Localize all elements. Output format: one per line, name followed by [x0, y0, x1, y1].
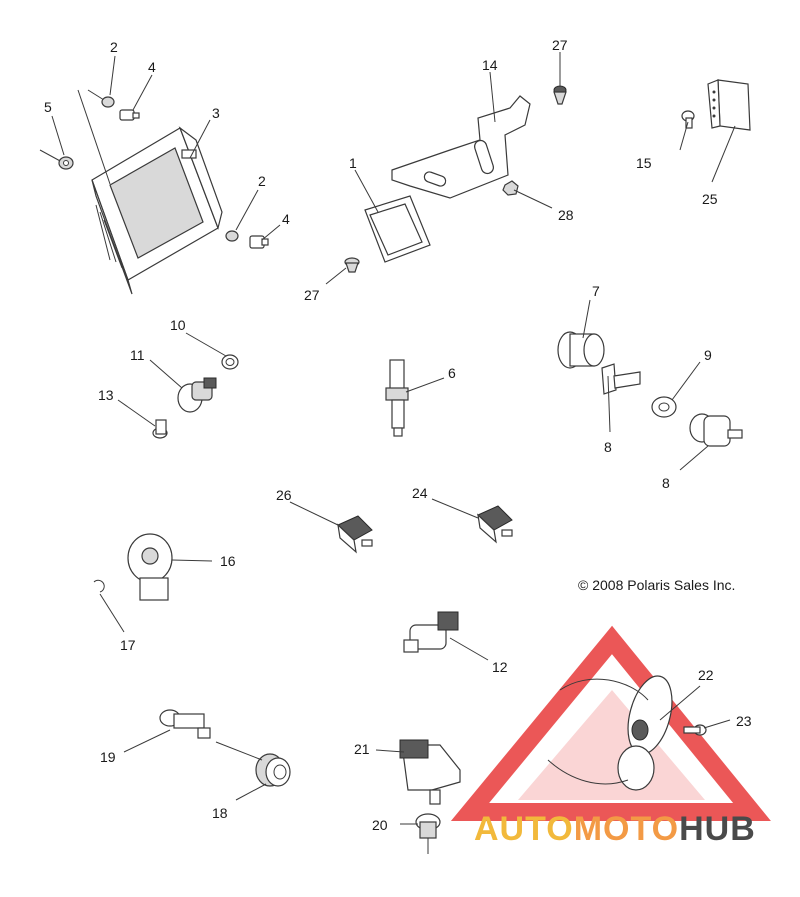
watermark-word-b: MOTO — [574, 810, 679, 848]
part-22-throttle-body — [547, 675, 673, 791]
part-20-plug — [415, 813, 441, 839]
callout-14: 14 — [482, 57, 498, 73]
callout-21: 21 — [354, 741, 370, 757]
part-27-fastener-top — [553, 85, 567, 105]
callout-25: 25 — [702, 191, 718, 207]
part-26-switch — [337, 515, 373, 554]
part-11-sensor — [177, 377, 217, 413]
watermark-word-c: HUB — [679, 810, 756, 848]
callout-15: 15 — [636, 155, 652, 171]
part-16-knock-sensor — [127, 533, 173, 601]
part-23-bolt — [683, 724, 707, 736]
part-17-clip — [93, 579, 105, 593]
callout-27b: 27 — [304, 287, 320, 303]
svg-text:AUTOMOTOHUB: AUTOMOTOHUB — [474, 810, 756, 848]
part-18-grommet — [255, 753, 291, 787]
leader-lines — [51, 52, 736, 854]
callout-5: 5 — [44, 99, 52, 115]
part-6-sensor — [385, 359, 409, 437]
bracket-assembly — [364, 95, 531, 263]
callout-27a: 27 — [552, 37, 568, 53]
part-4-screw-bottom — [249, 235, 269, 249]
part-27-fastener-bottom — [344, 257, 360, 273]
callout-19: 19 — [100, 749, 116, 765]
callout-8b: 8 — [662, 475, 670, 491]
callout-2b: 2 — [258, 173, 266, 189]
part-9-nut — [651, 396, 677, 418]
callout-22: 22 — [698, 667, 714, 683]
ecu-module — [91, 126, 223, 295]
part-13-bolt — [152, 419, 168, 439]
part-15-screw — [681, 110, 695, 129]
part-2-washer-top — [101, 96, 115, 108]
callout-6: 6 — [448, 365, 456, 381]
callout-23: 23 — [736, 713, 752, 729]
callouts: 2 4 5 3 2 4 1 14 27 15 25 28 27 7 9 8 8 … — [44, 37, 752, 833]
callout-24: 24 — [412, 485, 428, 501]
part-12-sensor — [403, 611, 459, 653]
watermark-word-a: AUTO — [474, 810, 574, 848]
callout-4a: 4 — [148, 59, 156, 75]
callout-1: 1 — [349, 155, 357, 171]
callout-18: 18 — [212, 805, 228, 821]
callout-20: 20 — [372, 817, 388, 833]
callout-10: 10 — [170, 317, 186, 333]
callout-9: 9 — [704, 347, 712, 363]
callout-11: 11 — [130, 347, 145, 363]
part-25-relay — [707, 79, 751, 131]
part-4-screw-top — [119, 109, 140, 121]
part-7-cap — [557, 331, 605, 369]
callout-17: 17 — [120, 637, 136, 653]
callout-26: 26 — [276, 487, 292, 503]
callout-13: 13 — [98, 387, 114, 403]
part-19-sensor — [159, 709, 211, 739]
callout-4b: 4 — [282, 211, 290, 227]
callout-3: 3 — [212, 105, 220, 121]
callout-2a: 2 — [110, 39, 118, 55]
part-28-nut — [502, 180, 519, 196]
callout-12: 12 — [492, 659, 508, 675]
watermark-text: AUTOMOTOHUB — [474, 810, 756, 848]
part-8-switch — [689, 413, 743, 447]
watermark-triangle — [450, 625, 771, 821]
part-8-tab — [601, 363, 641, 395]
part-24-switch — [477, 505, 513, 544]
callout-8a: 8 — [604, 439, 612, 455]
copyright-notice: © 2008 Polaris Sales Inc. — [578, 577, 735, 593]
callout-7: 7 — [592, 283, 600, 299]
part-2-washer-bottom — [225, 230, 239, 242]
part-21-sensor — [399, 739, 461, 805]
callout-28: 28 — [558, 207, 574, 223]
callout-16: 16 — [220, 553, 236, 569]
